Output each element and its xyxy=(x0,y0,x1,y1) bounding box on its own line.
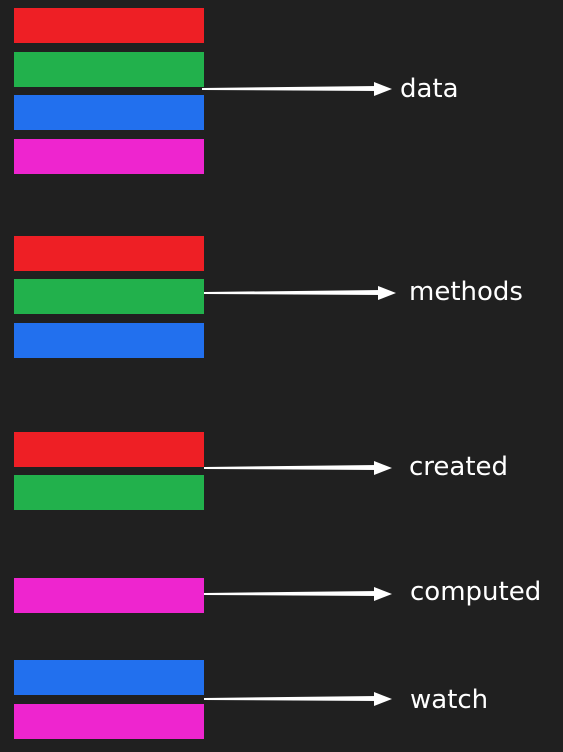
label-created: created xyxy=(409,452,509,482)
arrow-watch xyxy=(204,692,392,706)
label-computed: computed xyxy=(410,577,542,607)
bar-green xyxy=(14,52,204,87)
label-watch: watch xyxy=(410,685,489,715)
bar-magenta xyxy=(14,578,204,613)
bar-magenta xyxy=(14,704,204,739)
arrow-computed xyxy=(204,587,392,601)
label-methods: methods xyxy=(409,277,523,307)
bar-green xyxy=(14,279,204,314)
arrow-data xyxy=(202,82,392,96)
label-data: data xyxy=(400,74,459,104)
arrow-methods xyxy=(204,286,396,300)
bar-blue xyxy=(14,95,204,130)
bar-magenta xyxy=(14,139,204,174)
arrow-created xyxy=(204,461,392,475)
bar-red xyxy=(14,8,204,43)
bar-blue xyxy=(14,323,204,358)
bar-red xyxy=(14,236,204,271)
bar-red xyxy=(14,432,204,467)
bar-green xyxy=(14,475,204,510)
bar-blue xyxy=(14,660,204,695)
